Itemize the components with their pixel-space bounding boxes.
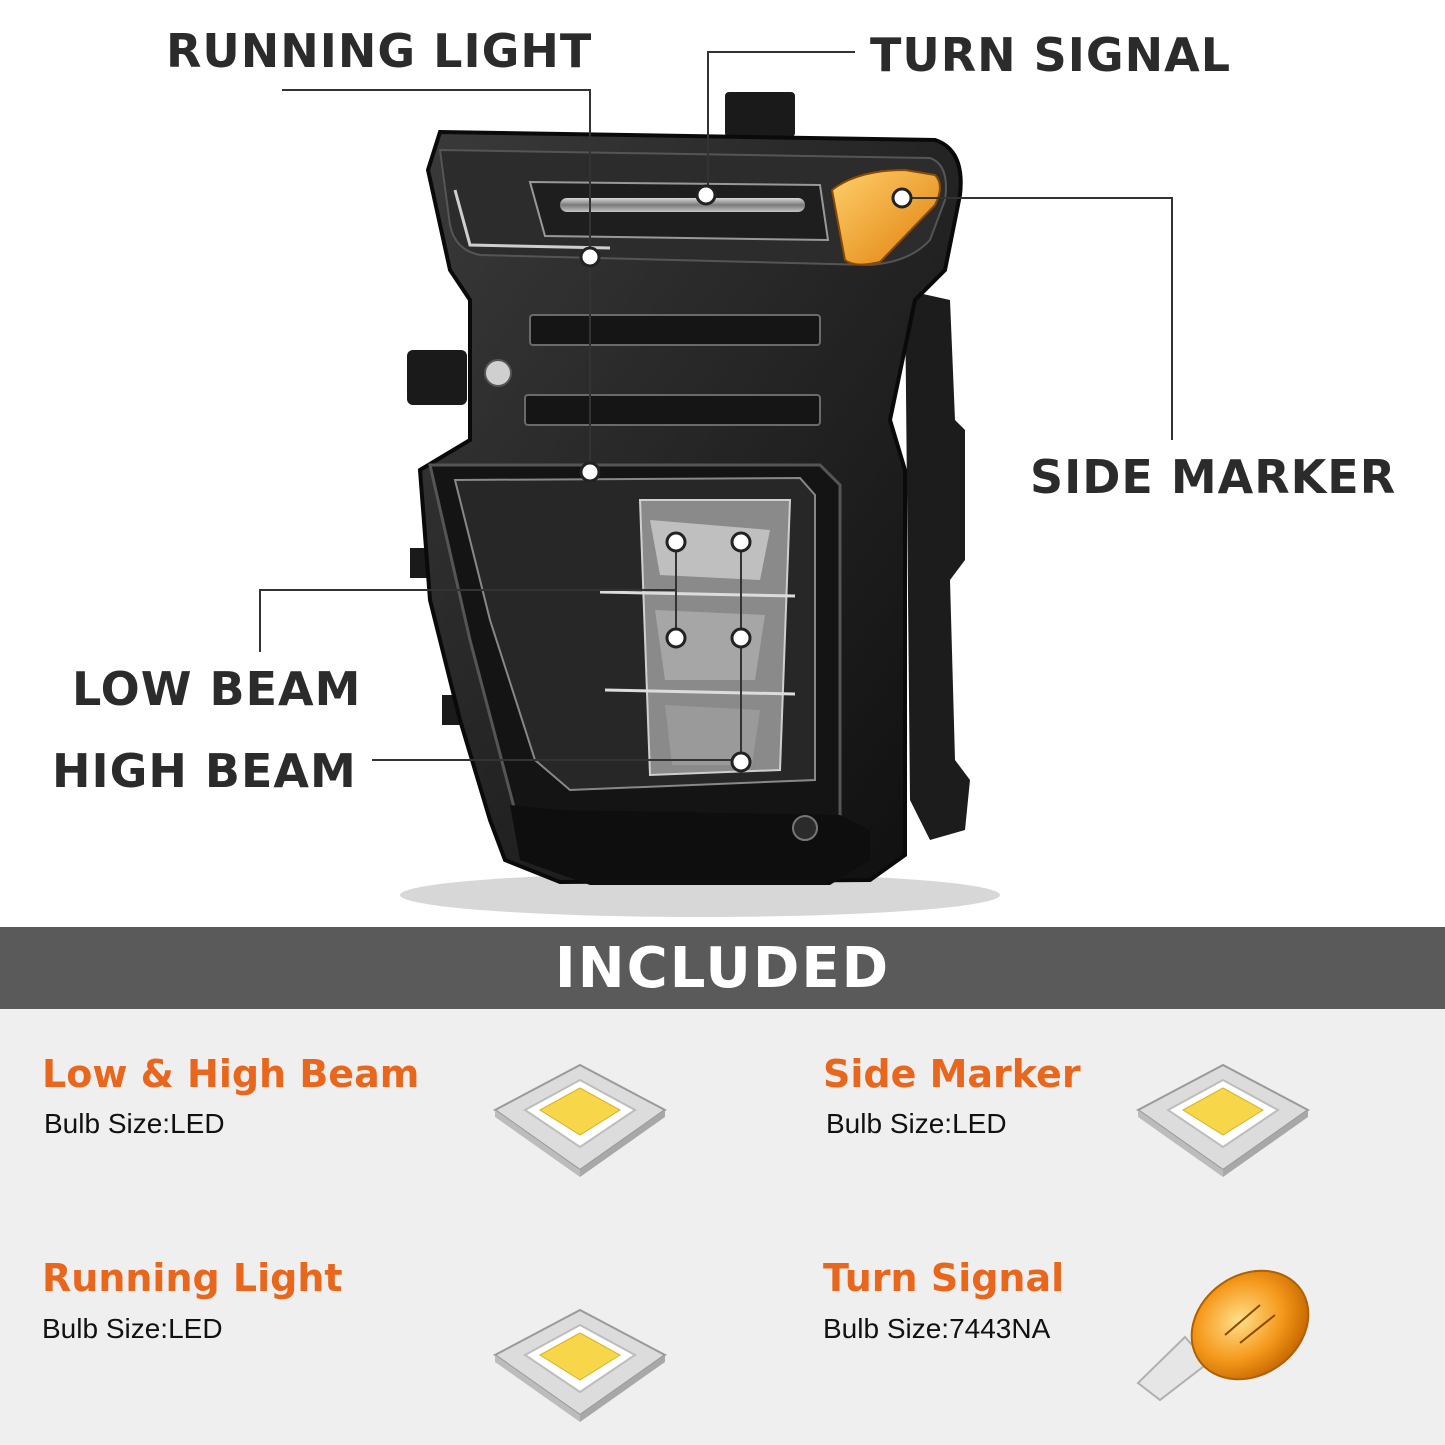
item-name-turn-signal: Turn Signal <box>823 1256 1065 1300</box>
item-size-low-high-beam: Bulb Size:LED <box>44 1108 225 1139</box>
item-size-side-marker: Bulb Size:LED <box>826 1108 1007 1139</box>
side-marker-label: SIDE MARKER <box>1030 450 1397 504</box>
base <box>510 805 870 885</box>
shadow <box>400 873 1000 917</box>
item-name-low-high-beam: Low & High Beam <box>42 1052 420 1096</box>
led-chip-icon <box>493 1308 667 1422</box>
running-light-label: RUNNING LIGHT <box>166 24 593 78</box>
item-size-turn-signal: Bulb Size:7443NA <box>823 1313 1051 1344</box>
item-name-side-marker: Side Marker <box>823 1052 1081 1096</box>
high-beam-label: HIGH BEAM <box>52 744 357 798</box>
headlight-diagram <box>259 51 1173 917</box>
item-size-running-light: Bulb Size:LED <box>42 1313 223 1344</box>
top-tab <box>725 92 795 137</box>
callout-dots <box>579 184 913 773</box>
amber-bulb-icon <box>1136 1269 1310 1402</box>
led-chip-icon <box>493 1063 667 1177</box>
item-name-running-light: Running Light <box>42 1256 343 1300</box>
right-bracket <box>905 290 970 840</box>
low-beam-label: LOW BEAM <box>72 662 362 716</box>
included-title: INCLUDED <box>554 936 891 1001</box>
running-light-strip <box>453 189 611 250</box>
turn-signal-label: TURN SIGNAL <box>870 28 1232 82</box>
included-band <box>0 927 1445 1009</box>
side-marker-lens <box>830 168 941 266</box>
turn-signal-strip <box>560 198 805 212</box>
led-chip-icon <box>1136 1063 1310 1177</box>
left-connector <box>407 350 467 405</box>
